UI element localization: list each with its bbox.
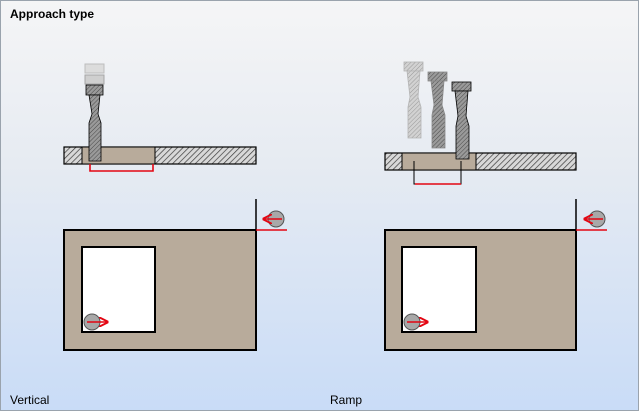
ramp-option-label[interactable]: Ramp: [330, 393, 363, 407]
vertical-approach-illustration[interactable]: [63, 63, 287, 351]
ghost-tool-icon: [84, 63, 105, 85]
end-mill-tool-icon: [85, 84, 104, 162]
panel-title: Approach type: [10, 7, 95, 21]
ramp-tool-3-icon: [451, 81, 472, 160]
vertical-top-view: [63, 199, 287, 351]
ramp-tool-1-icon: [403, 61, 424, 139]
vertical-option-label[interactable]: Vertical: [10, 393, 50, 407]
ramp-tool-2-icon: [427, 71, 448, 149]
ramp-side-view: [384, 61, 577, 185]
ramp-top-view: [384, 199, 607, 351]
ramp-approach-illustration[interactable]: [384, 61, 607, 351]
vertical-side-view: [63, 63, 257, 172]
